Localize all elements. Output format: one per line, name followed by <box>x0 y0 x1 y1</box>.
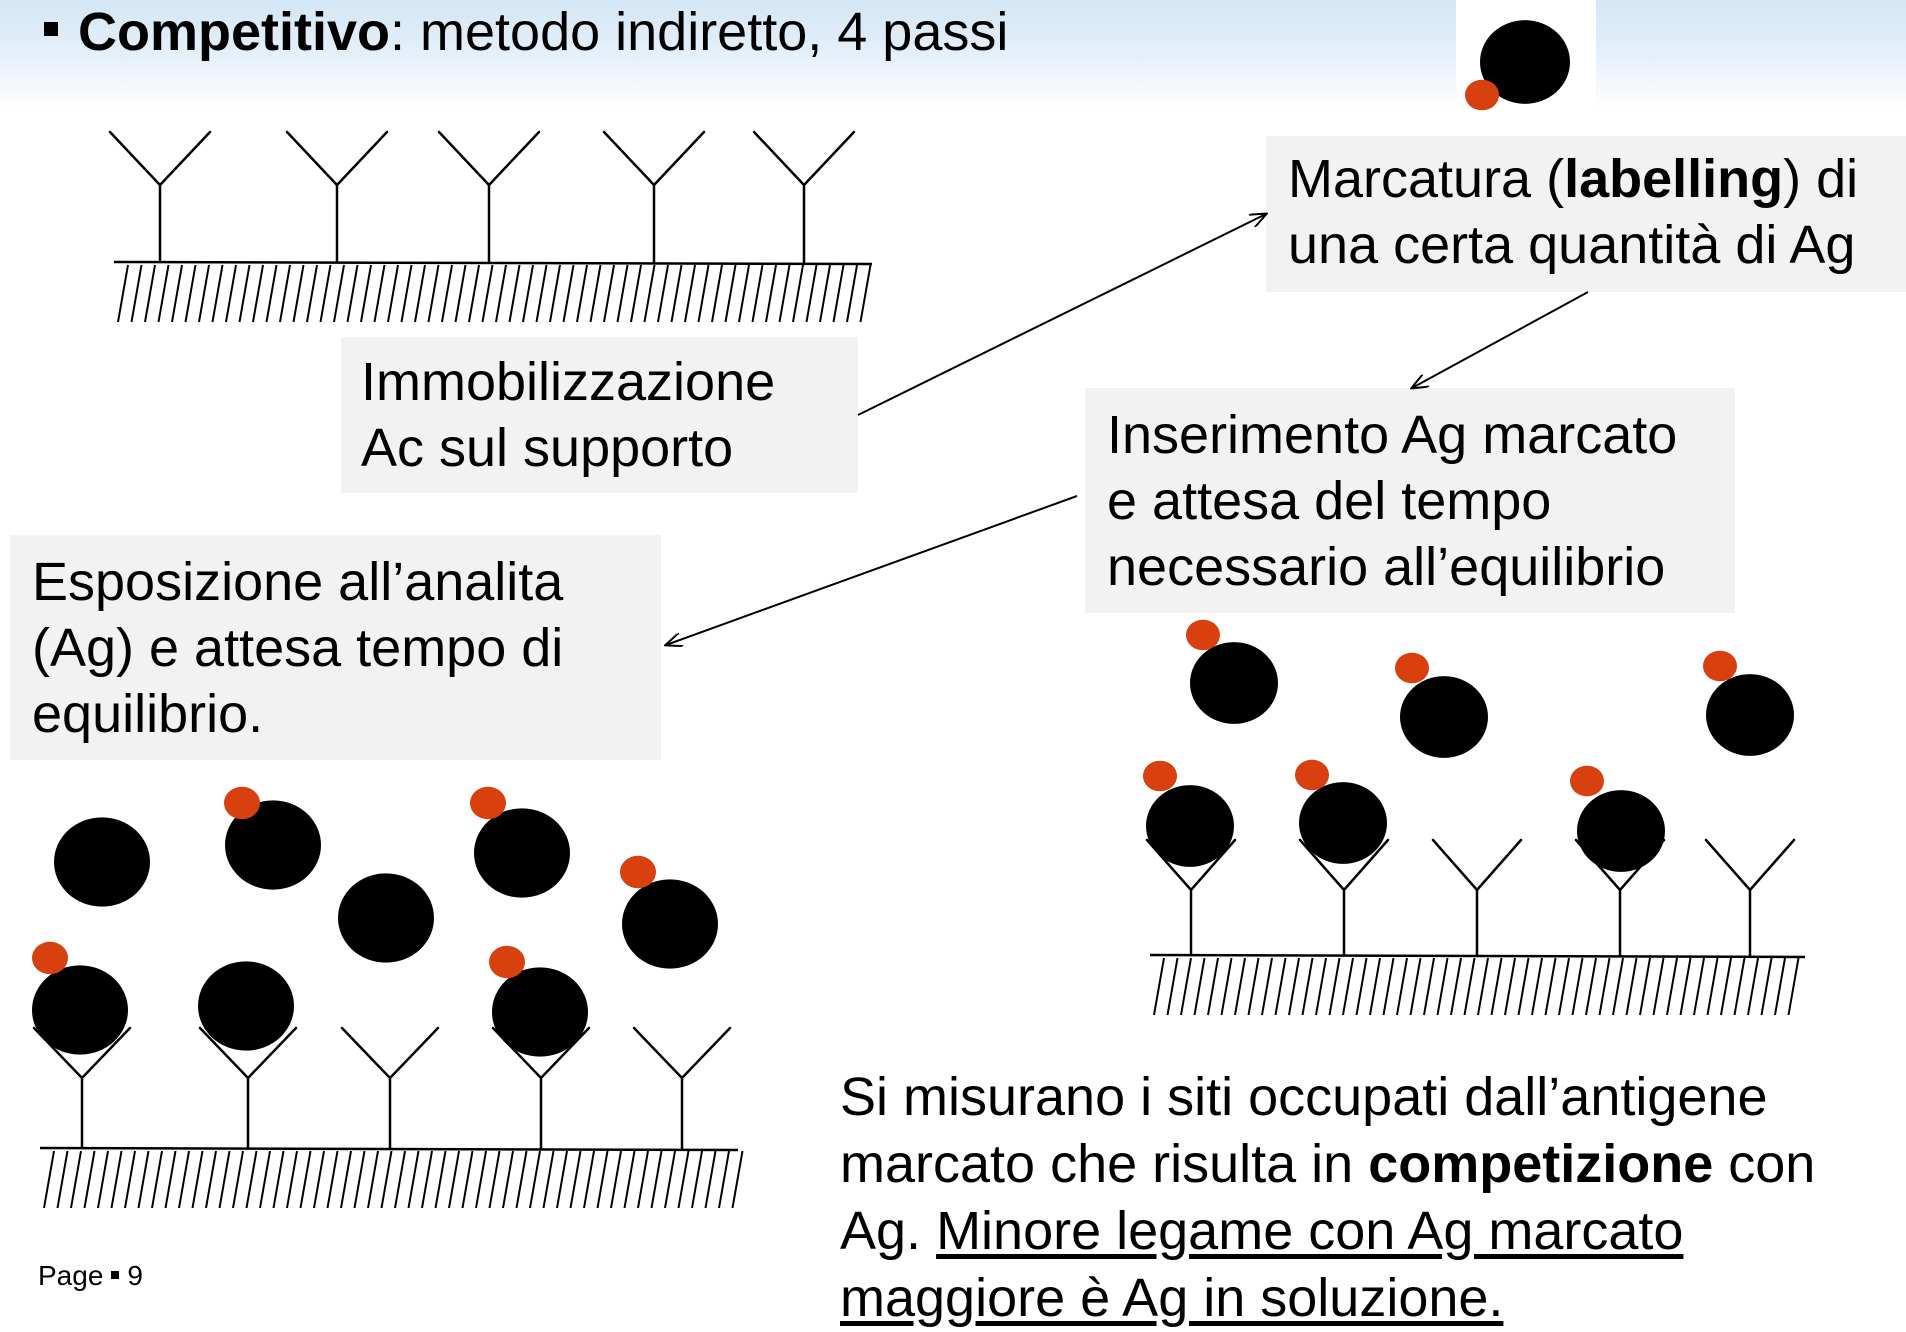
antibody-icon <box>108 130 212 264</box>
label-tag-icon <box>1295 759 1329 791</box>
conclusion-underlined: Minore legame con Ag marcato <box>936 1201 1684 1261</box>
conclusion-text-part: con <box>1713 1134 1816 1194</box>
antigen-icon <box>225 800 321 890</box>
conclusion-underlined: maggiore è Ag in soluzione. <box>840 1268 1504 1328</box>
antibody-icon <box>340 1026 440 1150</box>
antigen-icon <box>338 873 434 963</box>
step-line: e attesa del tempo <box>1107 471 1552 531</box>
conclusion-line: marcato che risulta in competizione con <box>840 1131 1906 1198</box>
conclusion-line: Si misurano i siti occupati dall’antigen… <box>840 1067 1768 1127</box>
step-marcatura: Marcatura (labelling) di una certa quant… <box>1266 136 1906 292</box>
support-surfaces <box>39 260 1806 1209</box>
conclusion-text-part: Ag. <box>840 1201 937 1261</box>
label-tag-icon <box>224 786 260 820</box>
step-line: Esposizione all’analita <box>32 552 564 612</box>
antigen-icon <box>1146 785 1234 867</box>
page-number-value: 9 <box>127 1260 143 1291</box>
antigen-icon <box>1577 790 1665 872</box>
antigens <box>32 20 1794 1057</box>
antigen-icon <box>198 961 294 1051</box>
conclusion-text-part: marcato che risulta in <box>840 1134 1369 1194</box>
antibody-icon <box>752 130 856 264</box>
conclusion-line: maggiore è Ag in soluzione. <box>840 1265 1906 1332</box>
step-line: una certa quantità di Ag <box>1288 215 1856 275</box>
page-label: Page <box>38 1260 104 1291</box>
step-immobilizzazione: Immobilizzazione Ac sul supporto <box>341 337 858 493</box>
step-line: (Ag) e attesa tempo di <box>32 618 564 678</box>
step-text: Marcatura ( <box>1288 149 1565 209</box>
title-rest: : metodo indiretto, 4 passi <box>390 2 1009 62</box>
antigen-icon <box>1706 674 1794 756</box>
step-line: Marcatura (labelling) di <box>1288 146 1906 212</box>
arrow-icon <box>1412 291 1589 388</box>
antibody-icon <box>1431 838 1523 957</box>
label-tag-icon <box>1395 652 1429 684</box>
step-bold: labelling <box>1564 149 1784 209</box>
label-tag-icon <box>1465 79 1499 111</box>
step-line: Inserimento Ag marcato <box>1107 405 1678 465</box>
antigen-icon <box>1190 642 1278 724</box>
arrows <box>666 214 1589 645</box>
label-tag-icon <box>470 786 506 820</box>
label-tag-icon <box>620 855 656 889</box>
conclusion-text: Si misurano i siti occupati dall’antigen… <box>840 1064 1906 1332</box>
conclusion-bold: competizione <box>1368 1134 1714 1194</box>
page-number: Page 9 <box>38 1260 143 1292</box>
label-tag-icon <box>1186 619 1220 651</box>
antigen-icon <box>622 879 718 969</box>
antigen-icon <box>54 817 150 907</box>
step-line: equilibrio. <box>32 684 264 744</box>
antibody-icon <box>1298 838 1390 957</box>
antigen-icon <box>1400 676 1488 758</box>
arrow-icon <box>857 214 1266 416</box>
support-surface-icon <box>1149 953 1806 1016</box>
label-tag-icon <box>489 945 525 979</box>
antibody-icon <box>437 130 541 264</box>
antigen-icon <box>1480 20 1570 104</box>
antigen-icon <box>492 967 588 1057</box>
step-text: ) di <box>1783 149 1859 209</box>
step-line: Ac sul supporto <box>361 418 734 478</box>
bullet-icon <box>44 22 58 36</box>
label-tag-icon <box>32 941 68 975</box>
antibody-icon <box>632 1026 732 1150</box>
antibody-icon <box>1704 838 1796 957</box>
support-surface-icon <box>113 260 873 323</box>
antibody-icon <box>602 130 706 264</box>
support-surface-icon <box>39 1146 744 1209</box>
antigen-icon <box>474 808 570 898</box>
slide-title: Competitivo: metodo indiretto, 4 passi <box>44 2 1008 62</box>
antigen-icon <box>32 965 128 1055</box>
step-line: Immobilizzazione <box>361 352 776 412</box>
label-tag-icon <box>1570 765 1604 797</box>
step-esposizione: Esposizione all’analita (Ag) e attesa te… <box>10 535 661 760</box>
title-bold: Competitivo <box>78 2 391 62</box>
label-tag-icon <box>1703 650 1737 682</box>
bullet-icon <box>111 1271 120 1279</box>
arrow-icon <box>666 495 1078 645</box>
conclusion-line: Ag. Minore legame con Ag marcato <box>840 1198 1906 1265</box>
antibodies <box>32 130 1796 1150</box>
step-line: necessario all’equilibrio <box>1107 537 1666 597</box>
antibody-icon <box>285 130 389 264</box>
antigen-icon <box>1299 782 1387 864</box>
label-tag-icon <box>1143 760 1177 792</box>
step-inserimento: Inserimento Ag marcato e attesa del temp… <box>1085 388 1735 613</box>
antibody-icon <box>198 1026 298 1150</box>
